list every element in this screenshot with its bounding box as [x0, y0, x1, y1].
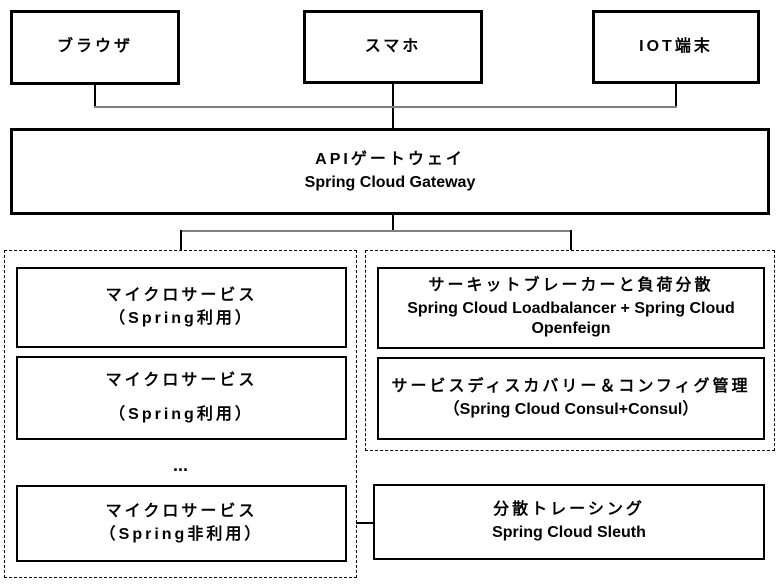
api-gateway-box: APIゲートウェイ Spring Cloud Gateway: [10, 128, 770, 215]
circuit-breaker-box: サーキットブレーカーと負荷分散 Spring Cloud Loadbalance…: [377, 267, 765, 349]
microservices-group: [4, 250, 357, 578]
service-discovery-box: サービスディスカバリー＆コンフィグ管理 （Spring Cloud Consul…: [377, 357, 765, 440]
microservice-3-box: マイクロサービス （Spring非利用）: [16, 485, 347, 562]
connector-bus-right-down: [570, 230, 572, 250]
microservice-3-subtitle: （Spring非利用）: [99, 525, 264, 543]
microservice-1-subtitle: （Spring利用）: [109, 309, 254, 327]
distributed-tracing-subtitle: Spring Cloud Sleuth: [492, 524, 646, 541]
microservice-1-box: マイクロサービス （Spring利用）: [16, 267, 347, 348]
connector-gateway-down: [392, 215, 394, 232]
distributed-tracing-box: 分散トレーシング Spring Cloud Sleuth: [373, 484, 765, 560]
smartphone-box: スマホ: [303, 10, 483, 84]
circuit-breaker-title: サーキットブレーカーと負荷分散: [428, 276, 714, 294]
iot-terminal-box: IOT端末: [592, 10, 760, 84]
microservice-2-subtitle: （Spring利用）: [109, 405, 254, 423]
infrastructure-group: [365, 250, 775, 451]
microservice-1-title: マイクロサービス: [105, 286, 258, 304]
microservice-2-title: マイクロサービス: [105, 371, 258, 389]
connector-iot-down: [675, 84, 677, 108]
browser-label: ブラウザ: [56, 38, 133, 56]
connector-browser-down: [94, 85, 96, 108]
api-gateway-subtitle: Spring Cloud Gateway: [304, 173, 476, 191]
distributed-tracing-title: 分散トレーシング: [493, 501, 645, 519]
api-gateway-title: APIゲートウェイ: [315, 150, 465, 168]
service-discovery-title: サービスディスカバリー＆コンフィグ管理: [391, 377, 751, 395]
connector-bus-left-down: [180, 230, 182, 250]
service-discovery-subtitle: （Spring Cloud Consul+Consul）: [443, 400, 699, 418]
iot-terminal-label: IOT端末: [639, 37, 713, 55]
connector-micro-to-tracing: [356, 522, 373, 524]
more-services-ellipsis: ...: [172, 455, 188, 475]
connector-clients-bus: [94, 106, 677, 108]
microservice-3-title: マイクロサービス: [105, 502, 258, 520]
smartphone-label: スマホ: [364, 37, 422, 55]
browser-box: ブラウザ: [10, 10, 180, 85]
circuit-breaker-subtitle: Spring Cloud Loadbalancer + Spring Cloud…: [407, 299, 735, 338]
microservice-2-box: マイクロサービス （Spring利用）: [16, 356, 347, 440]
connector-services-bus: [180, 230, 572, 232]
